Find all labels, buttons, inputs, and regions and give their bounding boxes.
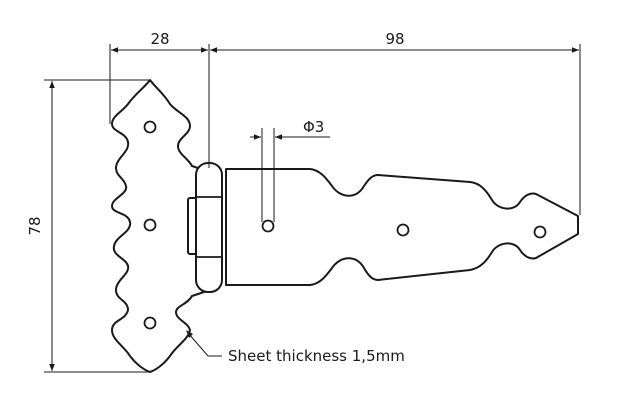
plate-hole-bottom xyxy=(143,316,157,330)
plate-hole-middle xyxy=(143,218,157,232)
hinge-knuckle xyxy=(195,162,223,293)
dim-28-label: 28 xyxy=(150,30,169,48)
dim-phi3-label: Φ3 xyxy=(303,118,324,136)
decorative-plate xyxy=(111,79,211,373)
plate-hole-top xyxy=(143,120,157,134)
dim-98-label: 98 xyxy=(385,30,404,48)
strap-hole-1 xyxy=(261,219,275,233)
thickness-leader-arrow xyxy=(186,330,193,338)
thickness-leader xyxy=(187,332,222,357)
dim-78-label: 78 xyxy=(26,216,44,235)
sheet-thickness-note: Sheet thickness 1,5mm xyxy=(228,347,405,365)
strap-hole-3 xyxy=(533,225,547,239)
strap-hole-2 xyxy=(396,223,410,237)
